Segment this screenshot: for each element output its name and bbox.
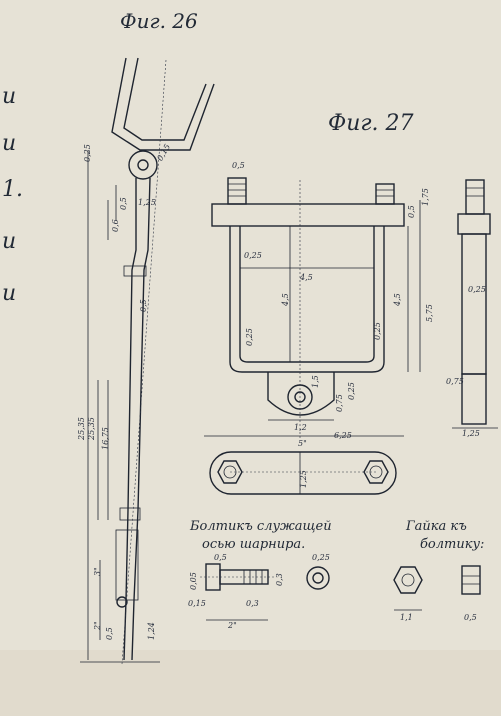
dim-label: 5" xyxy=(298,439,307,448)
dim-label: 1,25 xyxy=(299,470,308,488)
dim-label: 1,25 xyxy=(462,429,480,438)
dim-label: 5,75 xyxy=(425,304,434,322)
hex-right xyxy=(363,460,389,484)
margin-glyph: и xyxy=(2,281,16,306)
dim-label: 0,3 xyxy=(246,599,259,608)
dim-label: 0,75 xyxy=(335,394,344,412)
dim-label: 0,5 xyxy=(139,299,148,312)
dim-label: 0,25 xyxy=(373,322,382,340)
dim-label: 0,5 xyxy=(214,553,227,562)
nut-caption-line1: Гайка къ xyxy=(405,519,467,534)
stud-left xyxy=(227,177,247,205)
dim-label: 6,25 xyxy=(334,431,352,440)
dim-label: 0,5 xyxy=(232,161,245,170)
dim-label: 0,5 xyxy=(407,205,416,218)
fork-outer xyxy=(111,57,215,151)
dim-label: 0,75 xyxy=(446,377,464,386)
dim-label: 0,25 xyxy=(468,285,486,294)
dim-label: 4,5 xyxy=(299,273,313,282)
lug xyxy=(267,372,335,416)
bolt-caption-line2: осью шарнира. xyxy=(202,537,305,552)
fig27-dimensions: 0,5 0,5 1,75 0,25 4,5 4,5 0,25 4,5 5,75 … xyxy=(232,161,486,488)
fig26-title: Фиг. 26 xyxy=(120,9,198,33)
dim-label: 0,25 xyxy=(244,251,262,260)
frame-inner xyxy=(239,226,375,363)
bolt-detail: Болтикъ служащей осью шарнира. 0,5 0,05 … xyxy=(188,519,332,630)
dim-label: 16,75 xyxy=(101,427,110,450)
dim-label: 1,2 xyxy=(294,423,307,432)
shank-collar xyxy=(123,265,147,277)
dim-label: 0,15 xyxy=(188,599,206,608)
dim-label: 1,75 xyxy=(421,188,430,206)
link-strip xyxy=(209,451,397,495)
nut-caption-line2: болтику: xyxy=(420,537,484,552)
dim-label: 0,05 xyxy=(189,572,198,590)
dim-label: 25,35 xyxy=(87,417,96,441)
margin-glyph: и xyxy=(2,229,16,254)
dim-label: 0,5 xyxy=(119,197,128,210)
washer-hole xyxy=(312,572,324,584)
dim-label: 2" xyxy=(93,621,102,631)
dim-label: 4,5 xyxy=(393,293,402,307)
center-line xyxy=(121,59,167,665)
dim-label: 1,24 xyxy=(147,622,156,640)
nut-hex xyxy=(393,566,423,594)
fig27-title: Фиг. 27 xyxy=(328,111,414,136)
margin-handwriting: и и 1. и и xyxy=(2,84,23,306)
frame-outer xyxy=(229,226,385,373)
washer-outer xyxy=(306,566,330,590)
fig26-lever xyxy=(80,57,215,665)
dim-label: 1,25 xyxy=(138,198,156,207)
fig27-bottom-strip xyxy=(209,451,397,495)
dim-label: 25,35 xyxy=(77,417,86,441)
nut-side xyxy=(461,565,481,595)
dim-label: 4,5 xyxy=(281,293,290,307)
dim-label: 0,25 xyxy=(245,328,254,346)
fig27-side-view xyxy=(452,179,498,429)
dim-label: 1,1 xyxy=(400,613,413,622)
side-lug xyxy=(461,373,487,425)
dim-label: 0,5 xyxy=(105,627,114,640)
nut-hole xyxy=(401,573,415,587)
dim-label: 3" xyxy=(93,567,102,576)
nut-detail: Гайка къ болтику: 1,1 0,5 xyxy=(393,519,484,622)
paper-stain xyxy=(0,650,501,716)
dim-label: 1,5 xyxy=(311,375,320,388)
fork-inner xyxy=(123,57,207,141)
dim-label: 0,25 xyxy=(312,553,330,562)
top-bar xyxy=(211,203,405,227)
fig27-front-view xyxy=(204,177,421,440)
dim-label: 0,6 xyxy=(111,219,120,232)
pivot-eye xyxy=(128,150,158,180)
margin-glyph: и xyxy=(2,131,16,156)
dim-label: 2" xyxy=(227,621,237,630)
stud-right xyxy=(375,183,395,205)
lower-collar xyxy=(119,507,141,521)
shank-right xyxy=(131,177,151,661)
lower-pivot xyxy=(116,596,128,608)
dim-label: 0,5 xyxy=(464,613,477,622)
bolt-caption-line1: Болтикъ служащей xyxy=(189,519,332,534)
margin-glyph: 1. xyxy=(2,177,23,202)
pivot-hole xyxy=(137,159,149,171)
dim-label: 0,25 xyxy=(83,144,92,162)
dim-label: 0,3 xyxy=(275,573,284,586)
margin-glyph: и xyxy=(2,84,16,109)
shank-left xyxy=(123,178,137,661)
dim-label: 0,25 xyxy=(347,382,356,400)
